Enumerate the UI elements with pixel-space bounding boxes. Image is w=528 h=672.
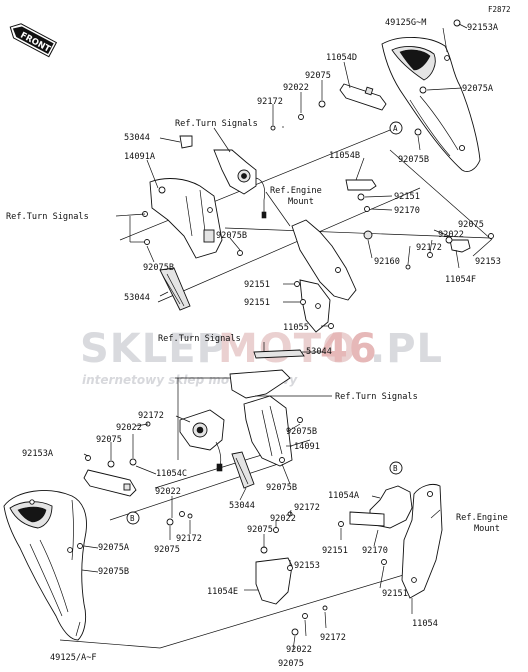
callout-92075-bm: 92075 [247,525,273,535]
bolt-92153a-icon [453,19,461,27]
callout-92153-bm: 92153 [294,561,320,571]
watermark-brand-a: SKLEP [80,326,227,372]
callout-92075b-bm2: 92075B [266,483,297,493]
svg-text:A: A [393,124,398,133]
callout-92075b-right: 92075B [398,155,429,165]
callout-92075b-left: 92075B [143,263,174,273]
figure-code: F2872 [488,5,511,14]
reference-labels: Ref.Turn Signals Ref.Turn Signals Ref.Tu… [6,119,508,534]
callout-92075a: 92075A [462,84,494,94]
callouts-bottom: 53044 92172 92022 92075 92153A 11054C 92… [22,347,438,669]
callout-92172: 92172 [257,97,283,107]
callout-92022-bl: 92022 [116,423,142,433]
ref-turn-signals-2: Ref.Turn Signals [6,212,89,222]
callout-92172-bl2: 92172 [176,534,202,544]
callout-92022-bl2: 92022 [155,487,181,497]
upper-right-fairing [381,36,481,172]
bracket-11054c [83,469,137,497]
strip-parts-upper [159,135,193,311]
view-marker-b-left: B [126,511,140,525]
leader-lines [75,23,492,651]
turn-signal-bracket-lower [179,369,291,472]
callout-92075a-bl: 92075A [98,543,130,553]
callout-92075-right: 92075 [458,220,484,230]
svg-text:B: B [130,514,135,523]
callout-92075-bl2: 92075 [154,545,180,555]
callout-49125g: 49125G~M [385,18,426,28]
callout-11054d: 11054D [326,53,357,63]
inner-panel-lower [243,395,293,467]
clip-92075a-icon [419,86,427,94]
callout-92075b-mid: 92075B [216,231,247,241]
callout-92172-bl: 92172 [138,411,164,421]
ref-turn-signals-4: Ref.Turn Signals [335,392,418,402]
callout-92022-bb: 92022 [286,645,312,655]
callout-92170-bm: 92170 [362,546,388,556]
engine-mount-bracket-upper [291,219,357,333]
callout-92151-br: 92151 [382,589,408,599]
inner-panel-upper [149,178,223,259]
brackets-upper [339,83,471,253]
svg-text:B: B [393,464,398,473]
view-marker-a-upper: A [389,121,403,135]
callout-92172-right: 92172 [416,243,442,253]
callout-92151: 92151 [394,192,420,202]
hardware-set [77,19,494,636]
callout-92022-bm: 92022 [270,514,296,524]
view-marker-b-right: B [389,461,403,475]
callout-11054b: 11054B [329,151,360,161]
callout-92160: 92160 [374,257,400,267]
callout-11054e: 11054E [207,587,238,597]
callout-11054: 11054 [412,619,438,629]
callout-92151-b: 92151 [244,298,270,308]
callout-92172-bm: 92172 [294,503,320,513]
callout-92153: 92153 [475,257,501,267]
callout-53044-mid: 53044 [124,293,150,303]
callout-11054c: 11054C [156,469,187,479]
callout-53044-top: 53044 [124,133,150,143]
callout-53044-bottom: 53044 [306,347,332,357]
callout-49125-af: 49125/A~F [50,653,97,663]
callout-92022-right: 92022 [438,230,464,240]
ref-turn-signals-1: Ref.Turn Signals [175,119,258,129]
callout-14091: 14091 [294,442,320,452]
callouts-top: 49125G~M 92153A 11054D 92075 92022 92172… [124,18,501,333]
callout-92151-bm: 92151 [322,546,348,556]
watermark-brand-c: 46 [320,326,378,372]
callout-92075b-bm: 92075B [286,427,317,437]
callout-92153a: 92153A [467,23,499,33]
callout-92075-bl: 92075 [96,435,122,445]
callout-92075b-bl: 92075B [98,567,129,577]
callout-92153a-bl: 92153A [22,449,54,459]
watermark-brand-d: .PL [370,326,443,372]
engine-mount-bracket-lower [255,483,443,605]
lower-left-fairing [3,490,87,641]
callout-92022: 92022 [283,83,309,93]
ref-turn-signals-3: Ref.Turn Signals [158,334,241,344]
callout-11054f: 11054F [445,275,476,285]
callout-92170: 92170 [394,206,420,216]
turn-signal-bracket-upper [213,149,267,219]
front-arrow-icon: FRONT [9,23,58,58]
frame-lines [59,127,493,649]
callout-92075: 92075 [305,71,331,81]
callout-11054a: 11054A [328,491,360,501]
callout-11055: 11055 [283,323,309,333]
callout-14091a: 14091A [124,152,156,162]
callout-92172-bb: 92172 [320,633,346,643]
watermark-brand-b: MOTO [218,326,357,372]
callout-92151-a: 92151 [244,280,270,290]
callout-53044-bm: 53044 [229,501,255,511]
callout-92075-bb: 92075 [278,659,304,669]
strip-parts-lower [231,349,305,489]
